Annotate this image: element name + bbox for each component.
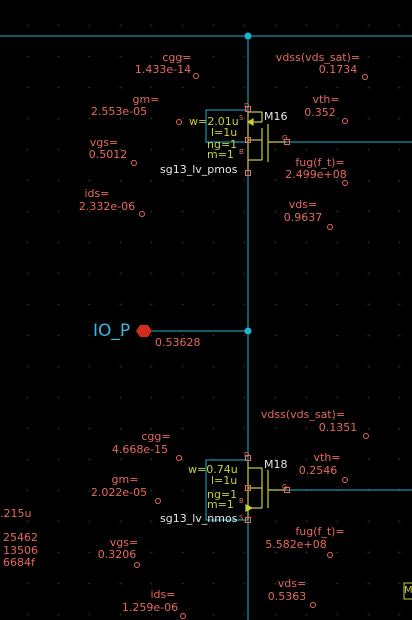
nmos-instance-name[interactable]: M18 <box>264 458 288 471</box>
nmos-pin-g-label: G <box>282 483 288 491</box>
nmos-fug-label: fug(f_t)= <box>295 525 345 538</box>
partial-annotation: 25462 <box>3 531 38 544</box>
probe-marker <box>180 613 186 619</box>
pmos-pin-s[interactable] <box>245 170 251 176</box>
nmos-vds-value: 0.5363 <box>267 590 307 603</box>
nmos-param-l[interactable]: l=1u <box>211 474 238 487</box>
pmos-param-l[interactable]: l=1u <box>211 126 238 139</box>
io-net-voltage: 0.53628 <box>155 336 201 349</box>
pmos-ids-value: 2.332e-06 <box>78 200 136 213</box>
nmos-pin-b-label: B <box>239 497 244 505</box>
nmos-vgs-value: 0.3206 <box>97 548 137 561</box>
pmos-param-ng[interactable]: ng=1 <box>207 138 238 151</box>
probe-marker <box>176 455 182 461</box>
pmos-param-w[interactable]: w=2.01u <box>189 115 239 128</box>
probe-marker <box>362 74 368 80</box>
nmos-gm-label: gm= <box>111 473 139 486</box>
probe-marker <box>193 73 199 79</box>
io-pin-label[interactable]: IO_P <box>93 321 131 341</box>
pmos-vth-label: vth= <box>312 93 340 106</box>
probe-marker <box>134 562 140 568</box>
pmos-vdss-label: vdss(vds_sat)= <box>275 51 361 64</box>
junction-dot <box>244 32 252 40</box>
nmos-param-ng[interactable]: ng=1 <box>207 488 238 501</box>
pmos-vds-value: 0.9637 <box>283 211 323 224</box>
nmos-model-name[interactable]: sg13_lv_nmos <box>160 512 238 525</box>
pmos-cgg-label: cgg= <box>162 51 192 64</box>
probe-marker <box>131 160 137 166</box>
pmos-model-name[interactable]: sg13_lv_pmos <box>160 163 238 176</box>
nmos-pin-d[interactable] <box>245 455 251 461</box>
probe-marker <box>363 433 369 439</box>
pmos-pin-s-label: S <box>239 114 244 122</box>
pmos-vdss-value: 0.1734 <box>318 63 358 76</box>
probe-marker <box>310 602 316 608</box>
nmos-pin-s-label: S <box>239 514 244 522</box>
pmos-cgg-value: 1.433e-14 <box>134 63 192 76</box>
nmos-ids-value: 1.259e-06 <box>121 601 179 614</box>
nmos-vds-label: vds= <box>277 577 307 590</box>
pmos-instance-name[interactable]: M16 <box>264 110 288 123</box>
probe-marker <box>342 477 348 483</box>
pmos-pin-d[interactable] <box>245 106 251 112</box>
nmos-pin-s[interactable] <box>245 517 251 523</box>
partial-instance-label: M <box>404 585 412 596</box>
partial-annotation: 6684f <box>3 556 35 569</box>
probe-marker <box>342 118 348 124</box>
pmos-param-m[interactable]: m=1 <box>207 148 234 161</box>
io-pin-shape[interactable] <box>136 325 152 337</box>
nmos-vdss-label: vdss(vds_sat)= <box>260 408 346 421</box>
nmos-vdss-value: 0.1351 <box>318 421 358 434</box>
pmos-pin-d-label: D <box>244 102 250 110</box>
pmos-pin-b[interactable] <box>245 137 251 143</box>
partial-symbol-box <box>403 582 412 600</box>
pmos-fug-value: 2.499e+08 <box>285 168 347 181</box>
pmos-gm-value: 2.553e-05 <box>90 105 148 118</box>
pmos-pin-g[interactable] <box>284 139 290 145</box>
nmos-gm-value: 2.022e-05 <box>90 486 148 499</box>
pmos-ids-label: ids= <box>84 187 110 200</box>
nmos-vth-value: 0.2546 <box>298 464 338 477</box>
pmos-vgs-label: vgs= <box>89 136 119 149</box>
partial-annotation: 13506 <box>3 544 38 557</box>
pmos-vds-label: vds= <box>288 198 318 211</box>
pmos-gm-label: gm= <box>132 93 160 106</box>
probe-marker <box>155 498 161 504</box>
pmos-symbol[interactable] <box>205 109 286 172</box>
nmos-param-w[interactable]: w=0.74u <box>188 463 238 476</box>
pmos-vgs-value: 0.5012 <box>88 148 128 161</box>
nmos-pin-b[interactable] <box>245 485 251 491</box>
nmos-cgg-value: 4.668e-15 <box>111 443 169 456</box>
nmos-fug-value: 5.582e+08 <box>265 538 327 551</box>
pmos-pin-b-label: B <box>239 148 244 156</box>
nmos-param-m[interactable]: m=1 <box>207 498 234 511</box>
pmos-vth-value: 0.352 <box>304 106 336 119</box>
nmos-ids-label: ids= <box>150 588 176 601</box>
probe-marker <box>327 552 333 558</box>
pmos-fug-label: fug(f_t)= <box>295 156 345 169</box>
nmos-pin-d-label: D <box>244 451 250 459</box>
nmos-vgs-label: vgs= <box>109 536 139 549</box>
nmos-pin-g[interactable] <box>284 487 290 493</box>
junction-dot <box>244 327 252 335</box>
probe-marker <box>139 211 145 217</box>
nmos-cgg-label: cgg= <box>141 430 171 443</box>
partial-annotation: .215u <box>0 507 32 520</box>
probe-marker <box>327 224 333 230</box>
pmos-pin-g-label: G <box>282 134 288 142</box>
probe-marker <box>342 180 348 186</box>
probe-marker <box>176 119 182 125</box>
nmos-vth-label: vth= <box>313 451 341 464</box>
